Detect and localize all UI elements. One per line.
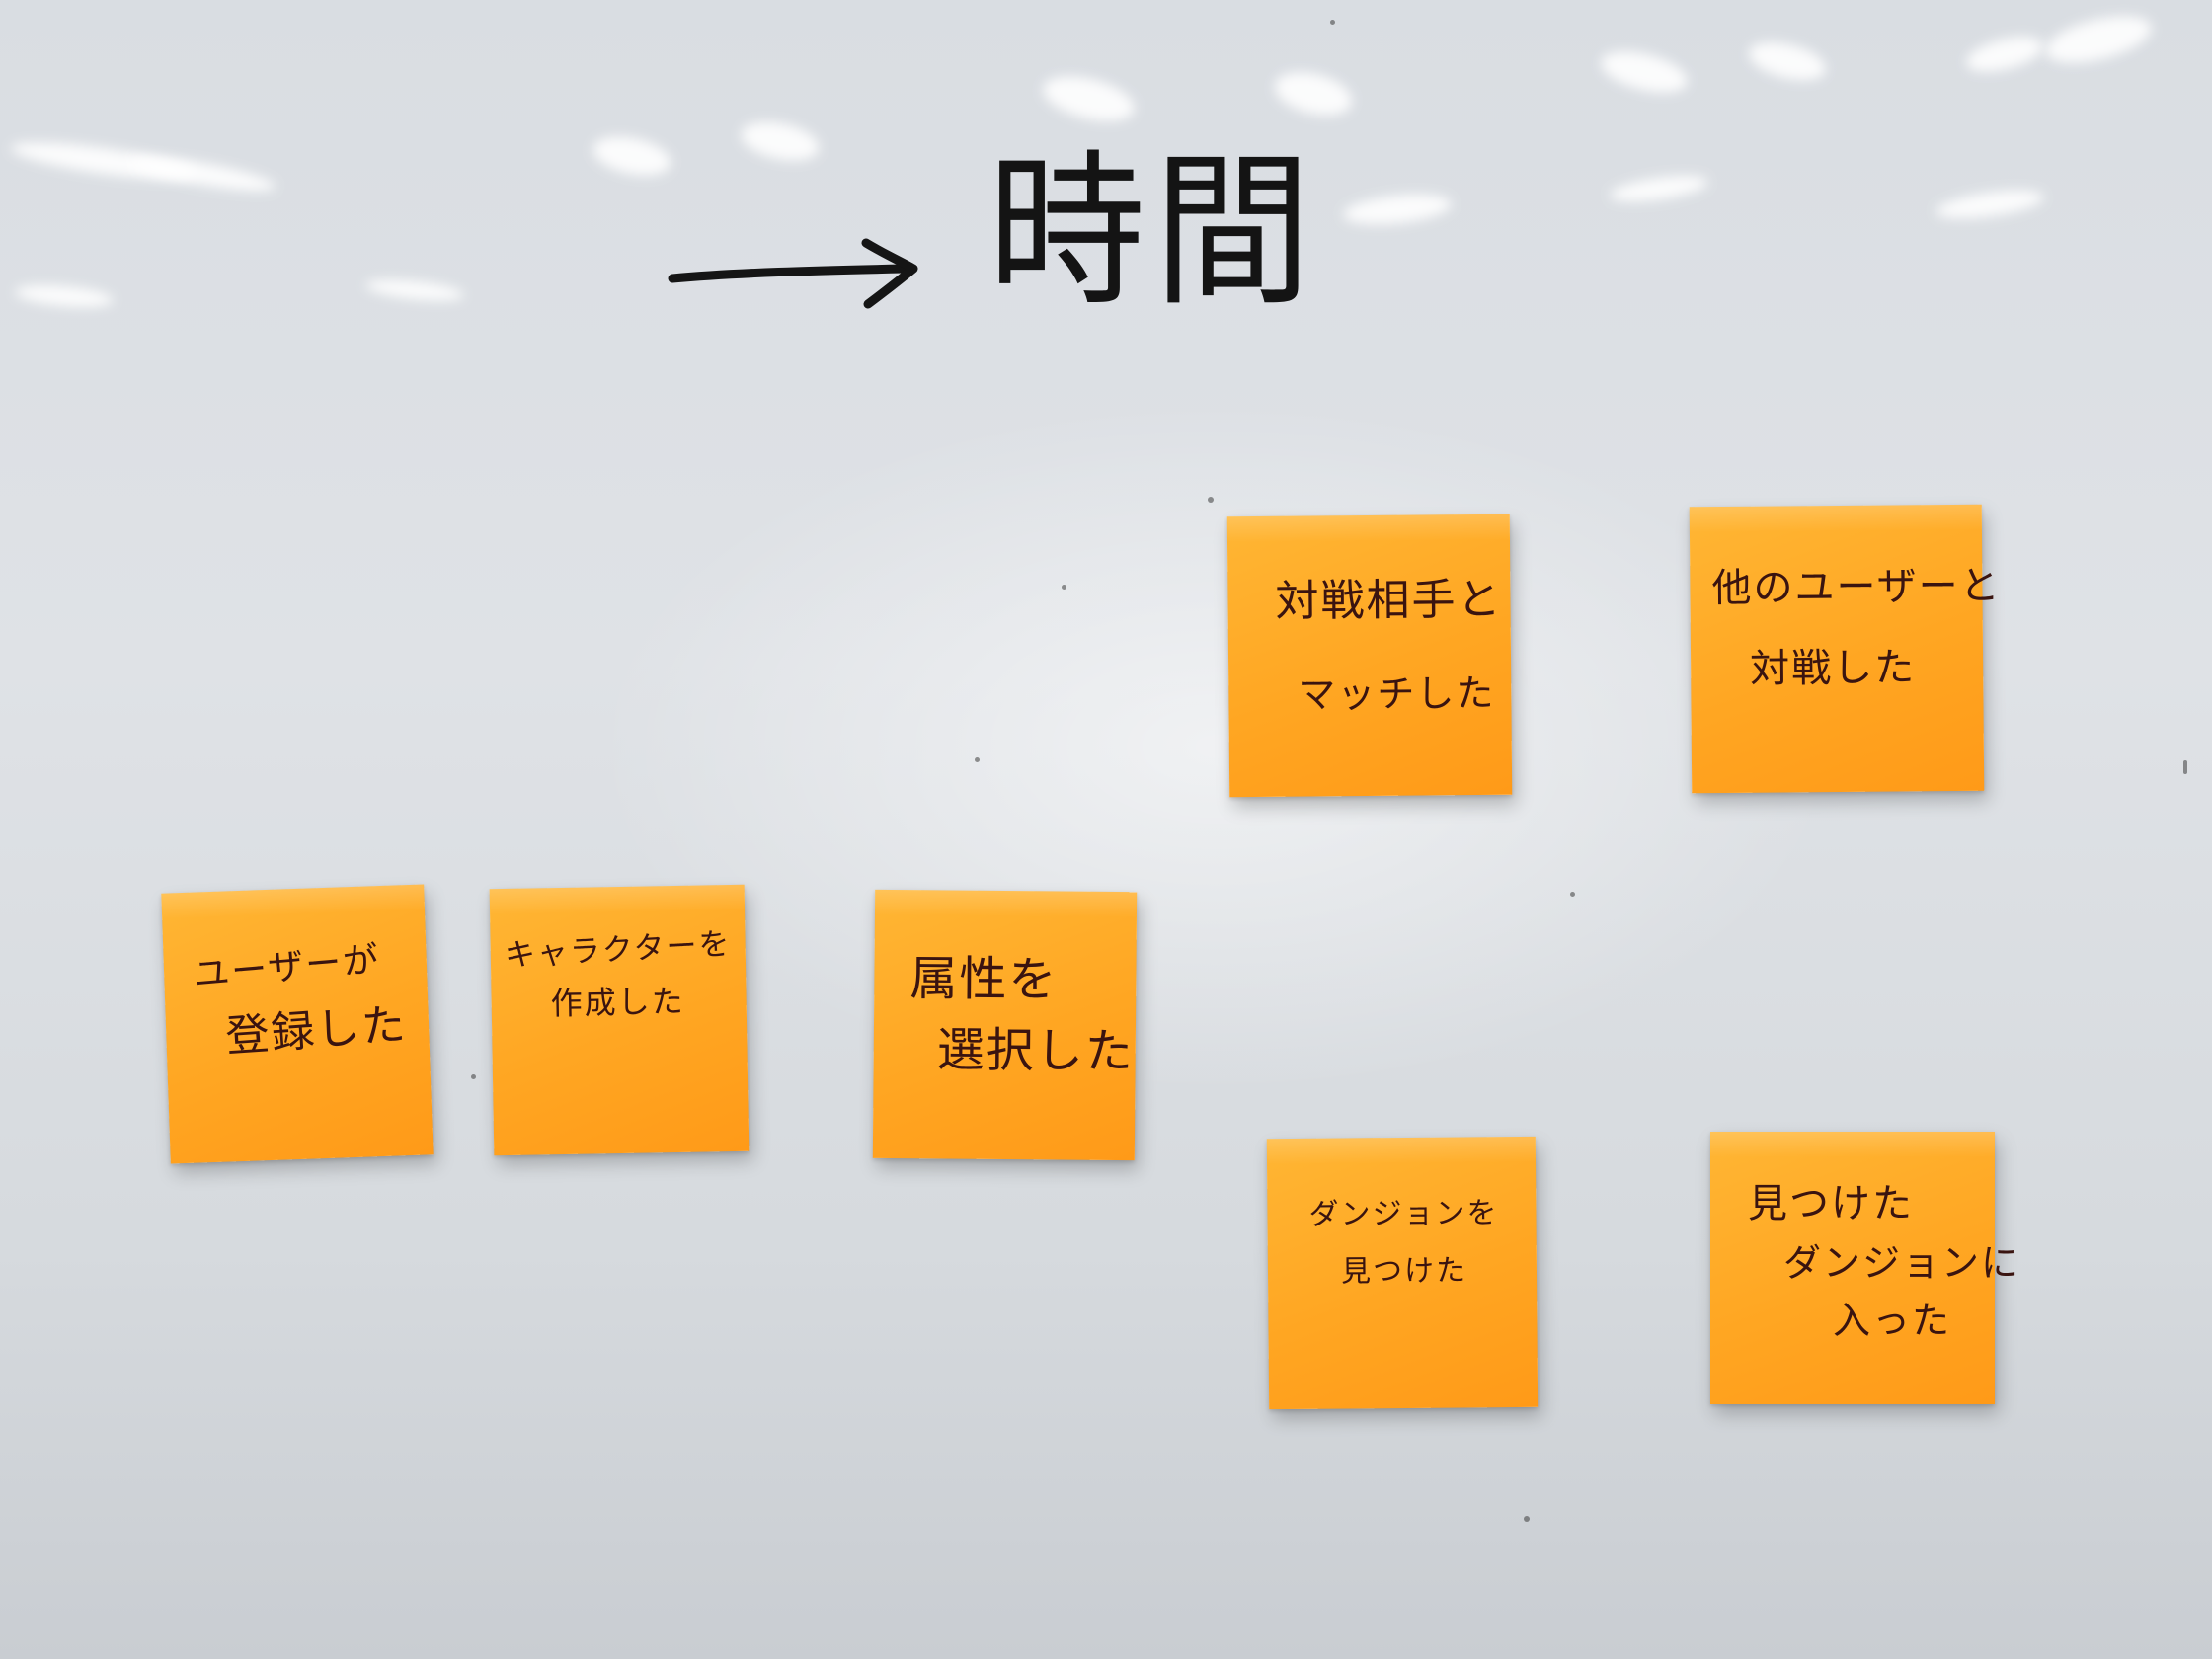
heading-title: 時間 bbox=[988, 134, 1320, 329]
note-line: 対戦した bbox=[1749, 645, 1917, 692]
light-reflection bbox=[590, 130, 674, 182]
board-speck bbox=[471, 1074, 476, 1079]
light-reflection bbox=[1608, 171, 1710, 206]
light-reflection bbox=[1745, 35, 1830, 88]
light-reflection bbox=[738, 116, 823, 167]
board-speck bbox=[975, 757, 980, 762]
note-line: 他のユーザーと bbox=[1711, 563, 2002, 612]
board-speck bbox=[1570, 892, 1575, 897]
note-line: マッチした bbox=[1298, 671, 1496, 717]
sticky-note-attribute-selected: 属性を 選択した bbox=[872, 889, 1138, 1161]
note-line: ダンジョンに bbox=[1783, 1241, 2021, 1285]
note-line: ダンジョンを bbox=[1308, 1196, 1499, 1232]
right-arrow-icon bbox=[668, 238, 918, 309]
light-reflection bbox=[1341, 190, 1454, 229]
sticky-note-user-registered: ユーザーが 登録した bbox=[161, 884, 434, 1164]
note-line: 作成した bbox=[550, 982, 686, 1023]
note-line: キャラクターを bbox=[504, 926, 733, 974]
board-speck bbox=[1062, 585, 1066, 590]
note-line: 属性を bbox=[909, 951, 1059, 1008]
sticky-note-dungeon-found: ダンジョンを 見つけた bbox=[1266, 1136, 1539, 1410]
sticky-note-opponent-matched: 対戦相手と マッチした bbox=[1226, 514, 1513, 798]
note-line: 登録した bbox=[223, 998, 409, 1063]
light-reflection bbox=[1270, 64, 1357, 123]
light-reflection bbox=[14, 281, 115, 311]
board-speck bbox=[2183, 760, 2187, 774]
sticky-note-character-created: キャラクターを 作成した bbox=[489, 884, 750, 1156]
light-reflection bbox=[1596, 43, 1693, 101]
note-line: ユーザーが bbox=[192, 939, 382, 996]
light-reflection bbox=[364, 276, 465, 305]
board-speck bbox=[1330, 20, 1335, 25]
note-line: 見つけた bbox=[1340, 1253, 1468, 1290]
note-line: 選択した bbox=[936, 1022, 1136, 1080]
board-speck bbox=[1524, 1516, 1530, 1522]
light-reflection bbox=[1038, 68, 1140, 129]
sticky-note-battled-other-user: 他のユーザーと 対戦した bbox=[1689, 504, 2002, 794]
note-line: 入った bbox=[1833, 1299, 1952, 1342]
light-reflection bbox=[1962, 30, 2047, 79]
note-line: 対戦相手と bbox=[1275, 574, 1503, 627]
sticky-note-entered-dungeon: 見つけた ダンジョンに 入った bbox=[1710, 1132, 2018, 1404]
note-line: 見つけた bbox=[1748, 1181, 1914, 1226]
board-speck bbox=[1208, 497, 1214, 503]
light-reflection bbox=[1934, 185, 2046, 224]
light-reflection bbox=[2040, 7, 2157, 72]
